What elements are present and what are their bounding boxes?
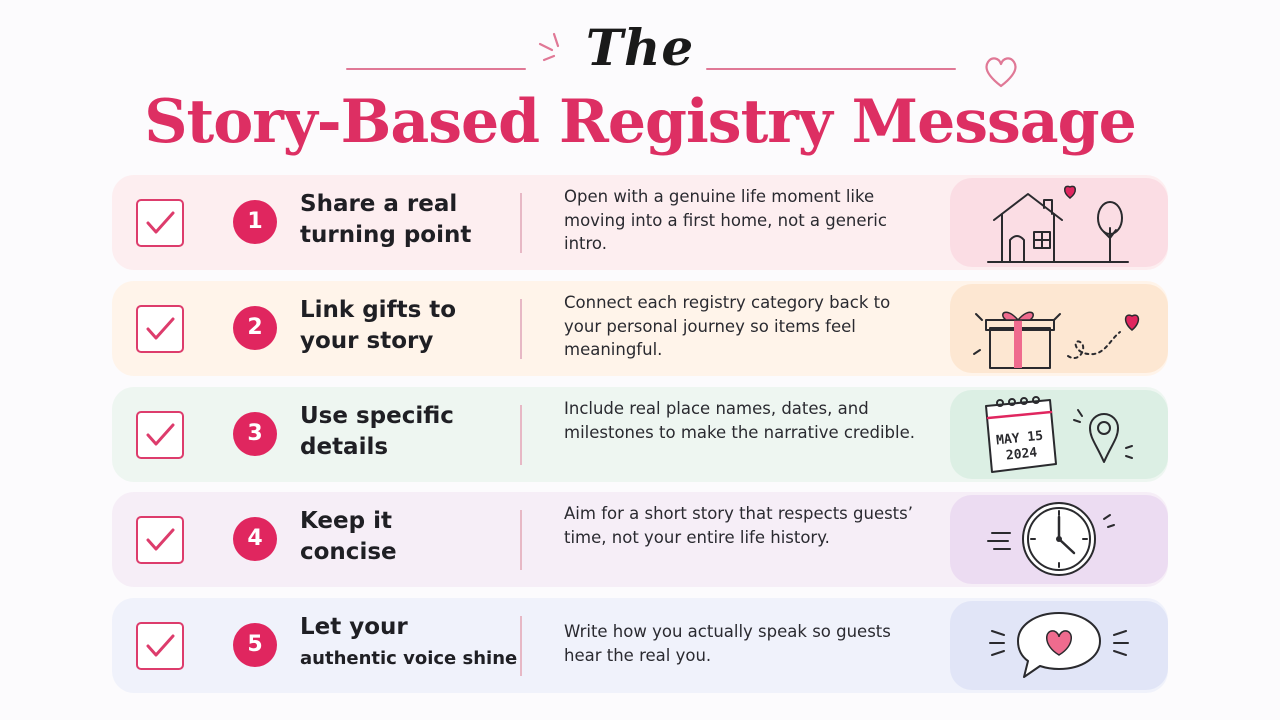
step-row-1: 1 Share a real turning point Open with a… [112,175,1168,270]
checkmark-icon [146,317,175,340]
clock-icon [987,502,1115,576]
checkbox[interactable] [136,516,184,564]
step-heading-line: concise [300,539,397,565]
step-row-3: 3 Use specific details Include real plac… [112,387,1168,482]
step-number-badge: 3 [233,412,277,456]
header-rule-left [346,68,526,70]
step-heading-line: details [300,434,389,460]
checkbox[interactable] [136,411,184,459]
icon-panel: MAY 15 2024 [950,390,1168,479]
speech-heart-icon [989,612,1129,678]
step-heading-line: Keep it [300,508,392,534]
gift-icon [973,311,1140,369]
step-number-badge: 1 [233,200,277,244]
icon-panel [950,178,1168,267]
step-description: Write how you actually speak so guests h… [564,622,891,665]
step-heading: Let your authentic voice shine [300,612,520,674]
step-heading-line: Let your [300,614,408,640]
checkbox[interactable] [136,305,184,353]
checkmark-icon [146,634,175,657]
step-heading: Keep it concise [300,506,520,568]
step-heading-line: Use specific [300,403,454,429]
step-row-5: 5 Let your authentic voice shine Write h… [112,598,1168,693]
icon-panel [950,495,1168,584]
step-heading-line: turning point [300,222,472,248]
checkmark-icon [146,423,175,446]
divider [520,510,522,570]
header: The Story-Based Registry Message [0,0,1280,172]
calendar-year-text: 2024 [1005,445,1038,463]
step-heading: Use specific details [300,401,520,463]
checkbox[interactable] [136,199,184,247]
icon-panel [950,284,1168,373]
calendar-pin-icon: MAY 15 2024 [985,396,1133,473]
step-heading: Share a real turning point [300,189,520,251]
step-description: Open with a genuine life moment like mov… [564,187,887,253]
step-number-badge: 5 [233,623,277,667]
divider [520,405,522,465]
page-title: Story-Based Registry Message [144,87,1137,157]
step-description: Aim for a short story that respects gues… [564,504,913,547]
step-description: Include real place names, dates, and mil… [564,399,916,442]
checkmark-icon [146,211,175,234]
step-row-2: 2 Link gifts to your story Connect each … [112,281,1168,376]
divider [520,299,522,359]
heart-outline-icon [985,57,1017,88]
step-row-4: 4 Keep it concise Aim for a short story … [112,492,1168,587]
header-small-title: The [585,18,695,77]
step-heading-line: your story [300,328,434,354]
house-icon [987,185,1129,263]
divider [520,193,522,253]
icon-panel [950,601,1168,690]
checkbox[interactable] [136,622,184,670]
calendar-date-text: MAY 15 [995,429,1043,449]
step-heading-line: Share a real [300,191,458,217]
step-number-badge: 2 [233,306,277,350]
step-description: Connect each registry category back to y… [564,293,891,359]
sparkle-icon [538,32,560,62]
step-heading: Link gifts to your story [300,295,520,357]
checkmark-icon [146,528,175,551]
header-rule-right [706,68,956,70]
step-number-badge: 4 [233,517,277,561]
step-heading-line: Link gifts to [300,297,457,323]
divider [520,616,522,676]
step-heading-line: authentic voice shine [300,648,518,669]
